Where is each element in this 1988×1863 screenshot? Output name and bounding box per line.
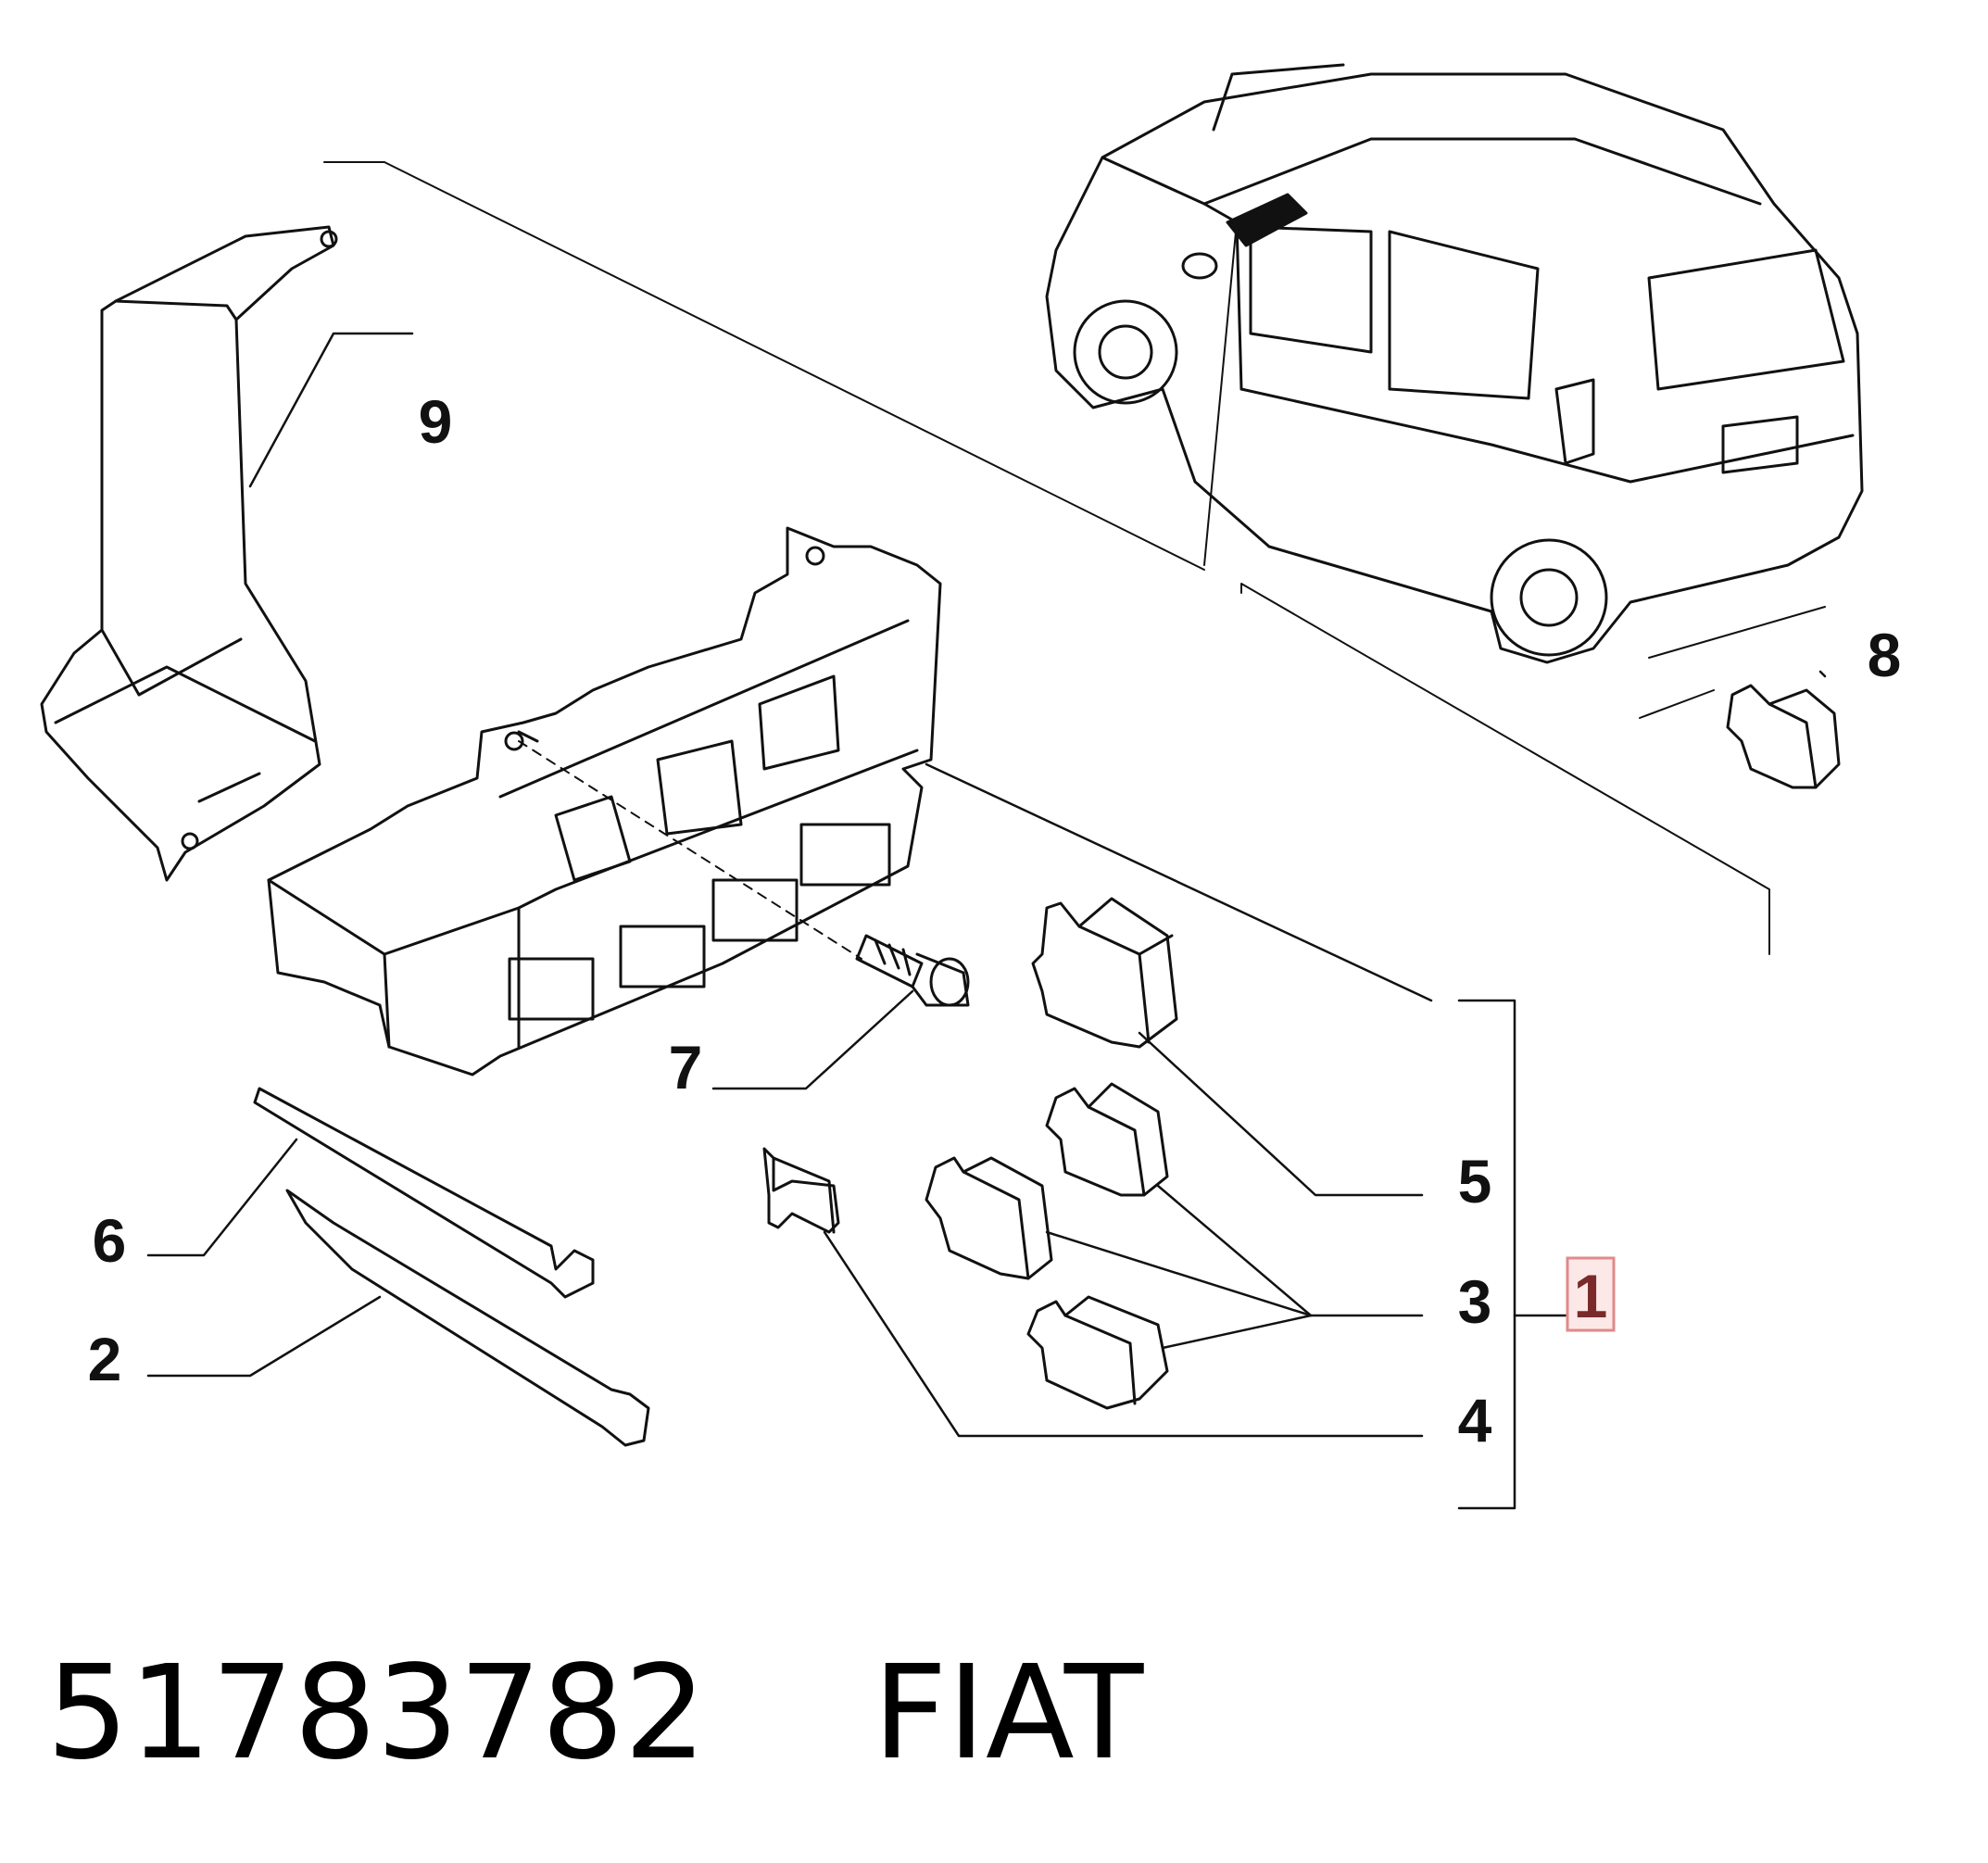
part-3-relay-b [925,1156,1053,1280]
caption: 51783782 FIAT [46,1644,1143,1783]
callout-7: 7 [669,1033,703,1101]
callout-3: 3 [1458,1267,1492,1336]
projection-lines [323,161,1826,955]
part-3-relay-c [1026,1295,1169,1410]
part-6-cable-tie [253,1087,595,1299]
part-7-screw [855,934,970,1007]
callout-2: 2 [88,1325,122,1393]
callout-9: 9 [419,387,453,456]
part-9-bracket [40,225,338,882]
part-5-relay [1031,897,1178,1049]
part-2-cable-tie [285,1189,650,1447]
callout-6: 6 [93,1206,127,1275]
leader-lines [146,332,1827,1510]
part-number: 51783782 [46,1638,707,1789]
callout-1: 1 [1574,1262,1608,1330]
callout-4: 4 [1458,1386,1492,1454]
part-1-fuse-box [267,526,942,1076]
car-illustration [1045,63,1864,664]
part-3-relay-a [1045,1082,1169,1197]
highlight-box [1566,1256,1616,1332]
callout-8: 8 [1868,621,1902,689]
part-8-relay [1726,684,1841,789]
part-4-fuse [762,1147,840,1234]
callout-5: 5 [1458,1147,1492,1215]
brand-name: FIAT [873,1638,1144,1789]
